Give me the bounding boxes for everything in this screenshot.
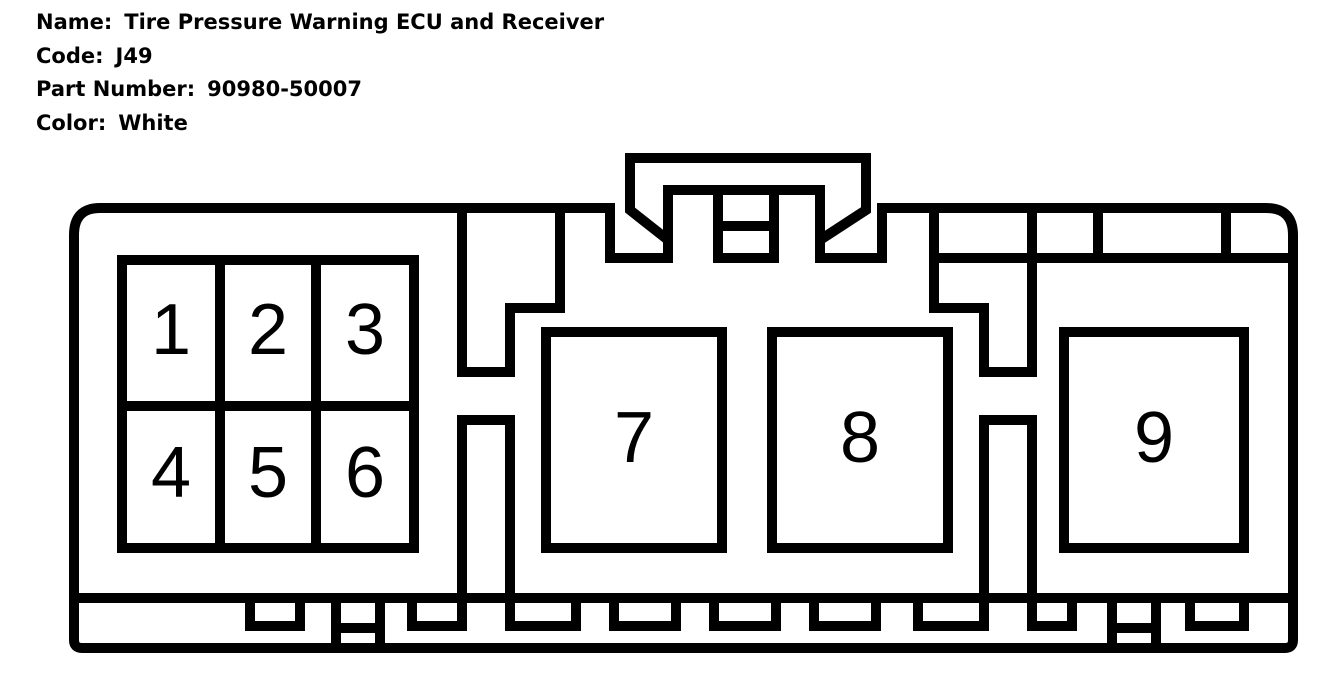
color-value: White <box>118 110 188 135</box>
right-key-notch <box>929 208 1037 377</box>
bottom-tab <box>245 598 305 631</box>
bottom-tab <box>609 598 681 631</box>
bottom-tab <box>505 598 581 631</box>
part-number-row: Part Number: 90980-50007 <box>36 73 604 107</box>
terminal-cavity-7 <box>541 327 727 553</box>
terminal-cavity-9 <box>1059 327 1249 553</box>
part-number-value: 90980-50007 <box>207 77 362 101</box>
code-row: Code: J49 <box>36 40 604 74</box>
bottom-tab <box>809 598 881 631</box>
color-row: Color: White <box>36 107 604 141</box>
connector-housing-outline <box>69 153 1298 653</box>
pin-number-1: 1 <box>151 290 191 370</box>
color-label: Color: <box>36 110 107 135</box>
name-row: Name: Tire Pressure Warning ECU and Recei… <box>36 6 604 40</box>
pin-number-3: 3 <box>345 290 385 370</box>
bottom-tab <box>709 598 781 631</box>
terminal-cavity-8 <box>767 327 953 553</box>
left-lower-separator <box>457 415 515 598</box>
part-number-label: Part Number: <box>36 77 196 101</box>
name-label: Name: <box>36 10 113 34</box>
bottom-tab <box>913 598 989 631</box>
terminal-cavity-6 <box>311 401 419 553</box>
pin-number-8: 8 <box>840 398 880 478</box>
pin-number-4: 4 <box>151 433 191 513</box>
pin-number-2: 2 <box>248 290 288 370</box>
bottom-tab <box>1185 598 1249 631</box>
left-key-notch <box>457 208 565 377</box>
pin-number-9: 9 <box>1134 398 1174 478</box>
bottom-key-slot <box>1107 598 1161 648</box>
bottom-tab <box>1027 598 1077 631</box>
pin-number-6: 6 <box>345 433 385 513</box>
bottom-key-slot <box>331 598 385 648</box>
code-value: J49 <box>115 43 153 68</box>
bottom-tabs <box>245 598 1249 648</box>
connector-info: Name: Tire Pressure Warning ECU and Recei… <box>36 6 604 140</box>
right-lower-separator <box>979 415 1037 598</box>
name-value: Tire Pressure Warning ECU and Receiver <box>124 10 605 34</box>
pin-number-5: 5 <box>248 433 288 513</box>
latch-inner <box>663 185 825 240</box>
bottom-tab <box>407 598 467 631</box>
pin-number-7: 7 <box>614 398 654 478</box>
code-label: Code: <box>36 43 104 68</box>
